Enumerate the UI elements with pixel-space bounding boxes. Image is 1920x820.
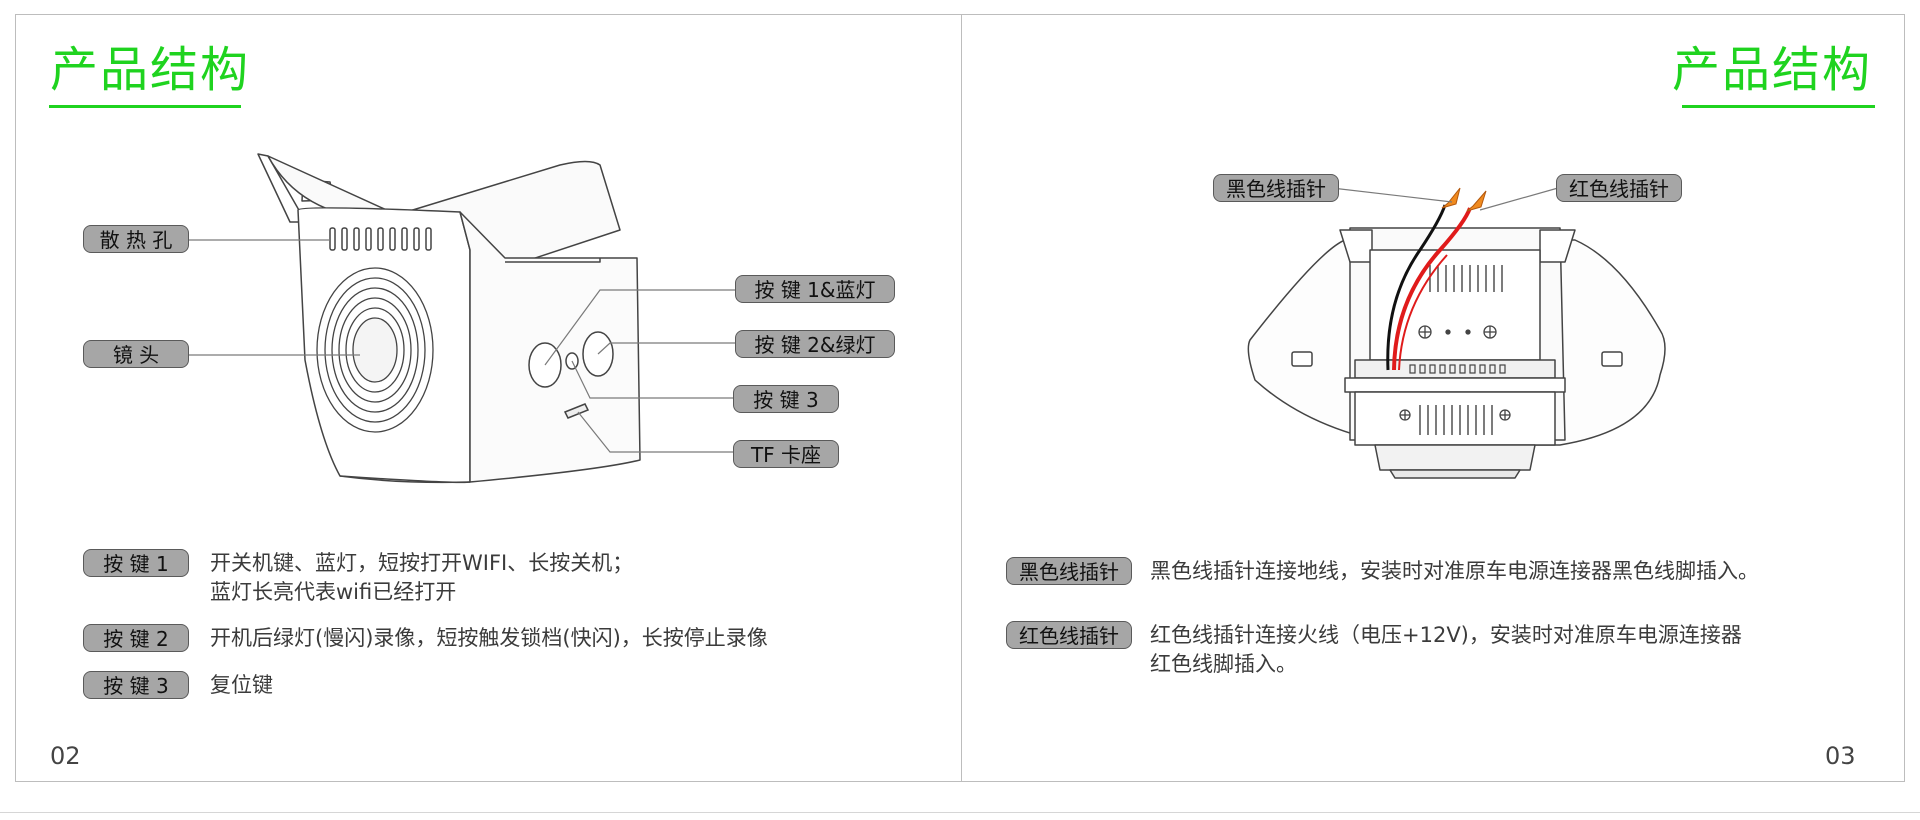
legend-tag-black-pin: 黑色线插针	[1006, 557, 1132, 585]
callout-vent: 散 热 孔	[83, 225, 189, 253]
legend-tag-red-pin: 红色线插针	[1006, 621, 1132, 649]
dashcam-rear-illustration	[1247, 187, 1666, 479]
legend-desc-red-pin-line2: 红色线脚插入。	[1150, 652, 1297, 676]
right-page-title: 产品结构	[1671, 42, 1872, 98]
callout-black-wire-pin: 黑色线插针	[1213, 174, 1339, 202]
legend-desc-red-pin-line1: 红色线插针连接火线（电压+12V)，安装时对准原车电源连接器	[1150, 623, 1742, 647]
legend-desc-key1-line2: 蓝灯长亮代表wifi已经打开	[210, 580, 457, 604]
legend-tag-key1: 按 键 1	[83, 549, 189, 577]
callout-key1-blue-light: 按 键 1&蓝灯	[735, 275, 895, 303]
dashcam-front-illustration	[188, 153, 735, 484]
page-divider	[961, 14, 962, 782]
callout-red-wire-pin: 红色线插针	[1556, 174, 1682, 202]
bottom-rule	[0, 812, 1920, 813]
left-page-title: 产品结构	[50, 42, 251, 98]
legend-desc-key2: 开机后绿灯(慢闪)录像，短按触发锁档(快闪)，长按停止录像	[210, 626, 768, 650]
page-number-right: 03	[1825, 742, 1856, 770]
callout-lens: 镜 头	[83, 340, 189, 368]
legend-tag-key2: 按 键 2	[83, 624, 189, 652]
callout-key3: 按 键 3	[733, 385, 839, 413]
page-number-left: 02	[50, 742, 81, 770]
legend-desc-key1-line1: 开关机键、蓝灯，短按打开WIFI、长按关机；	[210, 551, 634, 575]
legend-tag-key3: 按 键 3	[83, 671, 189, 699]
right-title-underline	[1682, 105, 1875, 108]
legend-desc-black-pin: 黑色线插针连接地线，安装时对准原车电源连接器黑色线脚插入。	[1150, 559, 1759, 583]
left-title-underline	[49, 105, 241, 108]
callout-tf-slot: TF 卡座	[733, 440, 839, 468]
page-frame	[15, 14, 1905, 782]
legend-desc-key3: 复位键	[210, 673, 273, 697]
callout-key2-green-light: 按 键 2&绿灯	[735, 330, 895, 358]
